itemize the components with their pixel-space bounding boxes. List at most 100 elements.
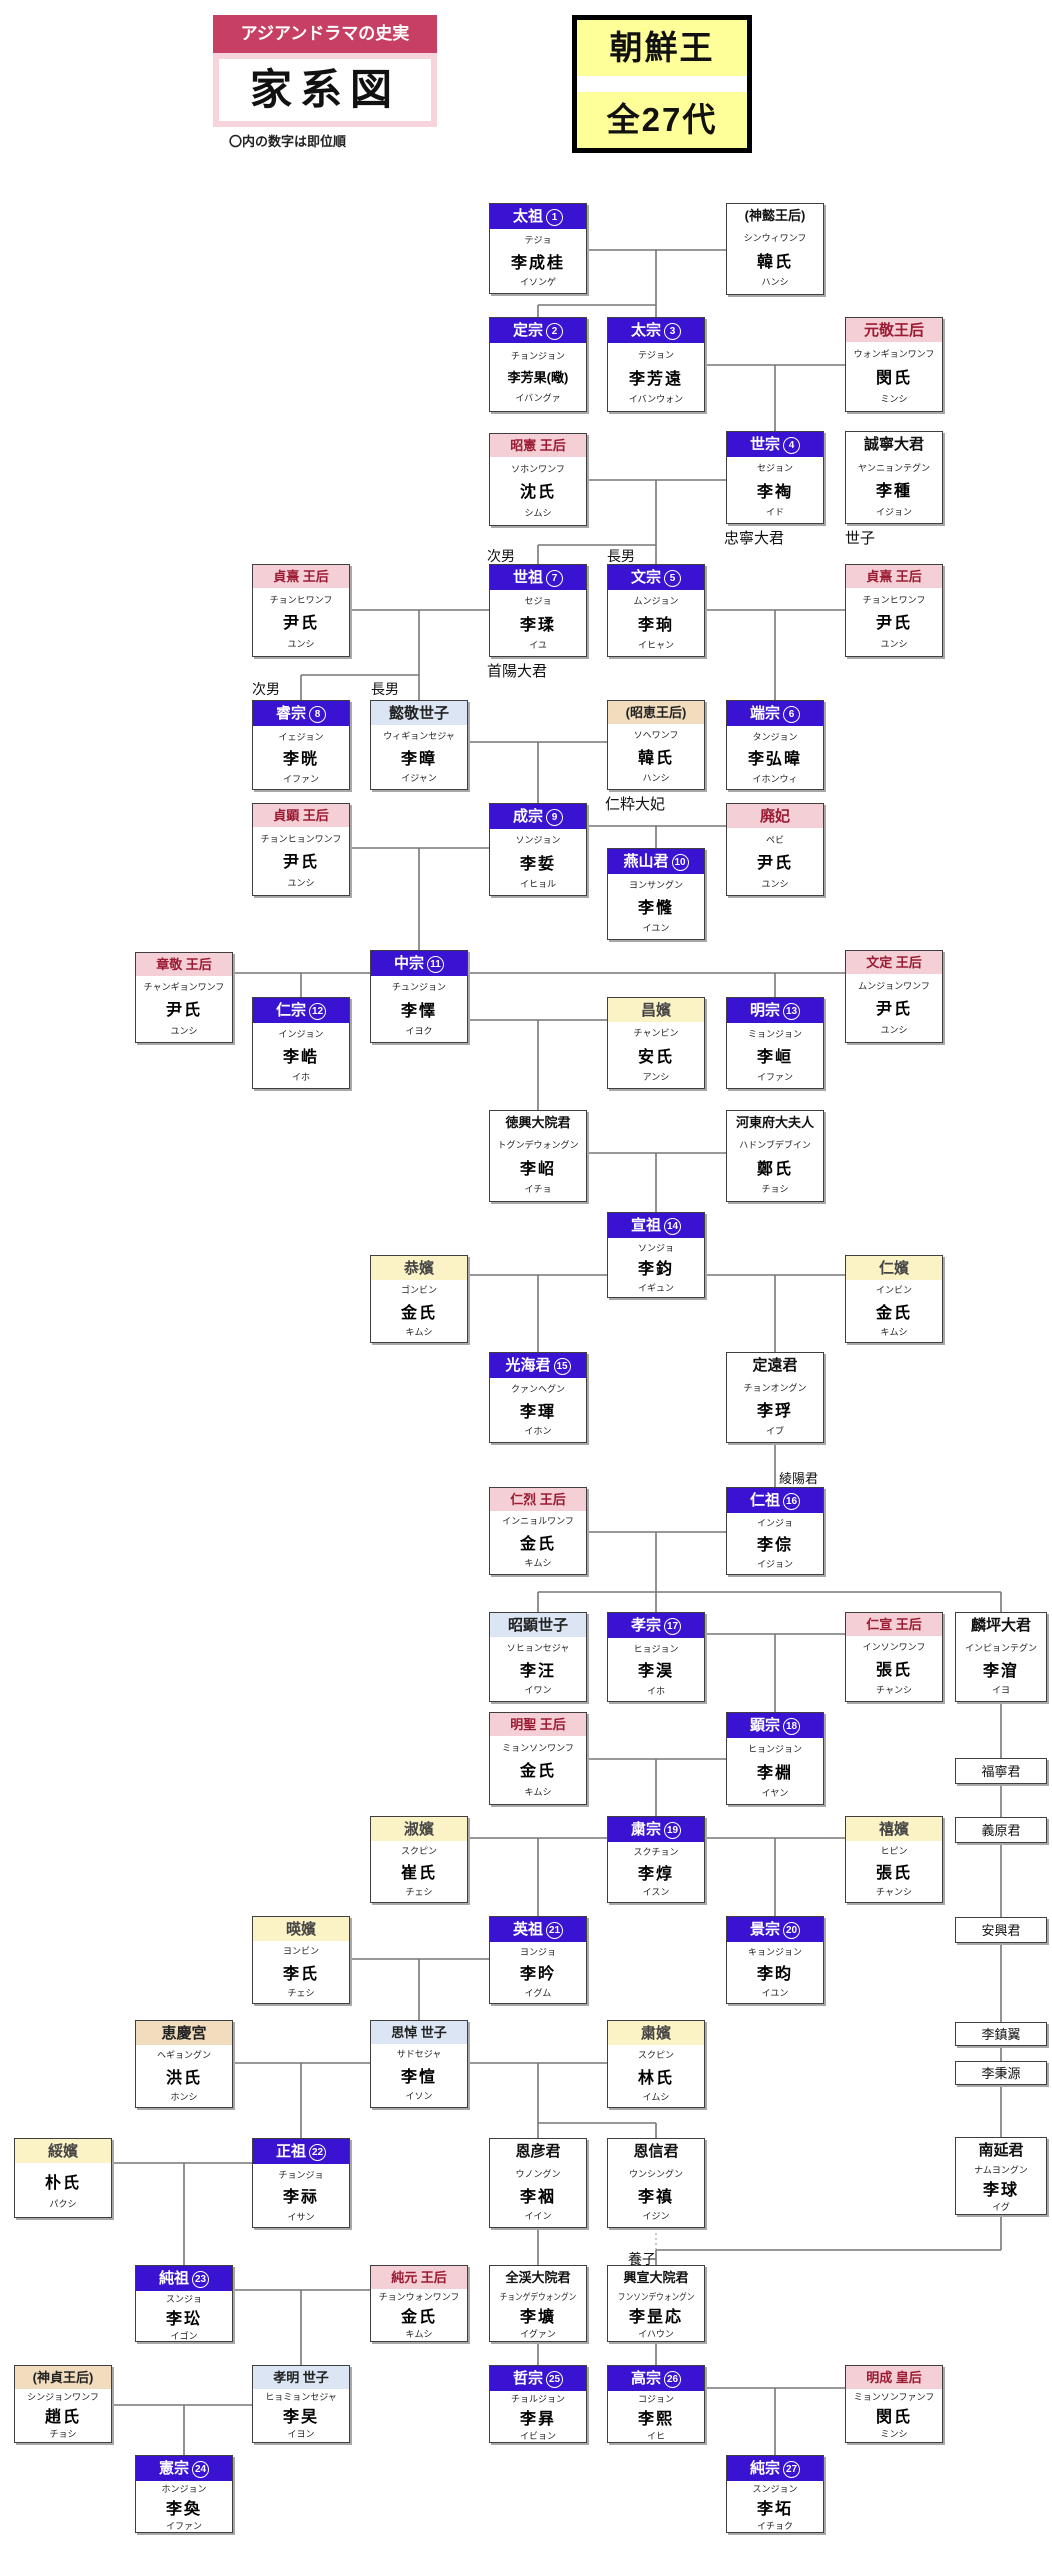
korean-reading-bottom: イヒョル bbox=[519, 878, 556, 889]
node-body: ヘギョングン洪氏ホンシ bbox=[136, 2045, 232, 2107]
korean-reading-bottom: チェシ bbox=[405, 1887, 433, 1898]
korean-reading-top: チョンウォンワンフ bbox=[378, 2291, 460, 2302]
node-body: スクチョン李焞イスン bbox=[608, 1842, 704, 1902]
node-title: 徳興大院君 bbox=[490, 1111, 586, 1134]
person-name: 尹氏 bbox=[875, 615, 912, 633]
accession-number: 9 bbox=[546, 809, 563, 827]
korean-reading-top: ナムヨングン bbox=[974, 2165, 1028, 2176]
person-name: 李焞 bbox=[637, 1865, 674, 1883]
korean-reading-bottom: イホン bbox=[524, 1426, 552, 1437]
person-name: 金氏 bbox=[400, 1304, 437, 1322]
accession-number: 25 bbox=[546, 2371, 563, 2389]
korean-reading-top: シンウィワンフ bbox=[743, 233, 807, 244]
node-heungseon: 興宣大院君フンソンデウォングン李昰応イハウン bbox=[607, 2265, 705, 2342]
korean-reading-bottom: キムシ bbox=[405, 2328, 433, 2339]
node-body: ソホンワンフ沈氏シムシ bbox=[490, 457, 586, 525]
badge-joseon-kings: 朝鮮王 全27代 bbox=[572, 15, 752, 153]
korean-reading-bottom: イビョン bbox=[519, 2431, 556, 2442]
node-body: テジョン李芳遠イバンウォン bbox=[608, 343, 704, 411]
node-body: キョンジョン李昀イユン bbox=[727, 1942, 823, 2003]
korean-reading-bottom: イスン bbox=[642, 1887, 670, 1898]
korean-reading-bottom: イジン bbox=[642, 2211, 670, 2222]
person-name: 李芳果(曔) bbox=[507, 370, 569, 386]
person-name: 李娎 bbox=[519, 855, 556, 873]
node-title: 暎嬪 bbox=[253, 1917, 349, 1942]
node-eunsin: 恩信君ウンシングン李禛イジン bbox=[607, 2138, 705, 2228]
node-title: 麟坪大君 bbox=[956, 1613, 1046, 1638]
node-title: 淑嬪 bbox=[371, 1817, 467, 1842]
node-title: 章敬 王后 bbox=[136, 953, 232, 976]
node-body: ヒョジョン李淏イホ bbox=[608, 1638, 704, 1701]
node-hyomyeong: 孝明 世子ヒョミョンセジャ李旲イヨン bbox=[252, 2365, 350, 2443]
node-body: ヒョンジョン李棩イヤン bbox=[727, 1738, 823, 1804]
accession-number: 27 bbox=[783, 2461, 800, 2479]
person-name: 李球 bbox=[982, 2182, 1019, 2200]
node-title: 明聖 王后 bbox=[490, 1713, 586, 1736]
node-title: 昭顕世子 bbox=[490, 1613, 586, 1638]
node-body: ミョンジョン李峘イファン bbox=[727, 1023, 823, 1088]
node-body: イェジョン李晄イファン bbox=[253, 726, 349, 789]
korean-reading-bottom: チャンシ bbox=[876, 1684, 912, 1695]
annotation-label: 次男 bbox=[252, 681, 280, 697]
korean-reading-bottom: イブ bbox=[765, 1426, 784, 1437]
person-name: 李玜 bbox=[165, 2311, 202, 2329]
node-body: ヒョミョンセジャ李旲イヨン bbox=[253, 2389, 349, 2442]
node-body: チョルジョン李昪イビョン bbox=[490, 2391, 586, 2444]
node-body: インピョンテグン李㴭イヨ bbox=[956, 1637, 1046, 1701]
node-title: 貞熹 王后 bbox=[846, 565, 942, 588]
korean-reading-top: フンソンデウォングン bbox=[617, 2291, 695, 2302]
korean-reading-bottom: チョシ bbox=[49, 2428, 77, 2439]
legend-note: 〇内の数字は即位順 bbox=[229, 134, 347, 149]
korean-reading-bottom: イグム bbox=[524, 1988, 552, 1999]
korean-reading-top: ヒョミョンセジャ bbox=[265, 2391, 337, 2402]
node-sado: 思悼 世子サドセジャ李愃イソン bbox=[370, 2020, 468, 2108]
korean-reading-top: ミョンソンワンフ bbox=[502, 1742, 574, 1753]
korean-reading-bottom: ホンシ bbox=[170, 2091, 198, 2102]
node-jinik: 李鎮翼 bbox=[955, 2022, 1047, 2046]
korean-reading-bottom: イソンゲ bbox=[519, 277, 556, 288]
person-name: 李祘 bbox=[282, 2189, 319, 2207]
mini-node-title: 義原君 bbox=[981, 1822, 1021, 1838]
korean-reading-bottom: チャンシ bbox=[876, 1887, 912, 1898]
korean-reading-bottom: イギュン bbox=[637, 1282, 674, 1293]
node-jeonghyeon: 貞顕 王后チョンヒョンワンフ尹氏ユンシ bbox=[252, 803, 350, 896]
node-uigyeong: 懿敬世子ウィギョンセジャ李暲イジャン bbox=[370, 700, 468, 790]
korean-reading-top: ハドンブデブイン bbox=[739, 1140, 811, 1151]
korean-reading-bottom: イゴン bbox=[170, 2331, 198, 2342]
node-boknyeong: 福寧君 bbox=[955, 1758, 1047, 1784]
annotation-label: 世子 bbox=[845, 530, 876, 547]
node-sohyeon: 昭顕世子ソヒョンセジャ李汪イワン bbox=[489, 1612, 587, 1702]
korean-reading-top: セジョ bbox=[524, 596, 552, 607]
korean-reading-bottom: イユン bbox=[761, 1988, 789, 1999]
person-name: 閔氏 bbox=[875, 2408, 912, 2426]
accession-number: 17 bbox=[664, 1618, 681, 1636]
node-gongbin: 恭嬪ゴンビン金氏キムシ bbox=[370, 1255, 468, 1343]
korean-reading-top: チョンジョ bbox=[278, 2169, 324, 2180]
mini-node-title: 安興君 bbox=[981, 1922, 1021, 1938]
node-title: 廃妃 bbox=[727, 804, 823, 829]
person-name: 李氏 bbox=[282, 1965, 319, 1983]
korean-reading-bottom: イチョク bbox=[756, 2521, 793, 2532]
korean-reading-top: サドセジャ bbox=[396, 2049, 442, 2060]
person-name: 金氏 bbox=[519, 1763, 556, 1781]
accession-number: 15 bbox=[553, 1358, 571, 1376]
badge-line-1: 朝鮮王 bbox=[577, 20, 747, 76]
node-title: 思悼 世子 bbox=[371, 2021, 467, 2044]
node-body: セジョ李瑈イユ bbox=[490, 590, 586, 656]
node-body: チョンジョ李祘イサン bbox=[253, 2164, 349, 2227]
node-sunwon: 純元 王后チョンウォンワンフ金氏キムシ bbox=[370, 2265, 468, 2342]
person-name: 金氏 bbox=[875, 1304, 912, 1322]
accession-number: 12 bbox=[309, 1003, 326, 1021]
